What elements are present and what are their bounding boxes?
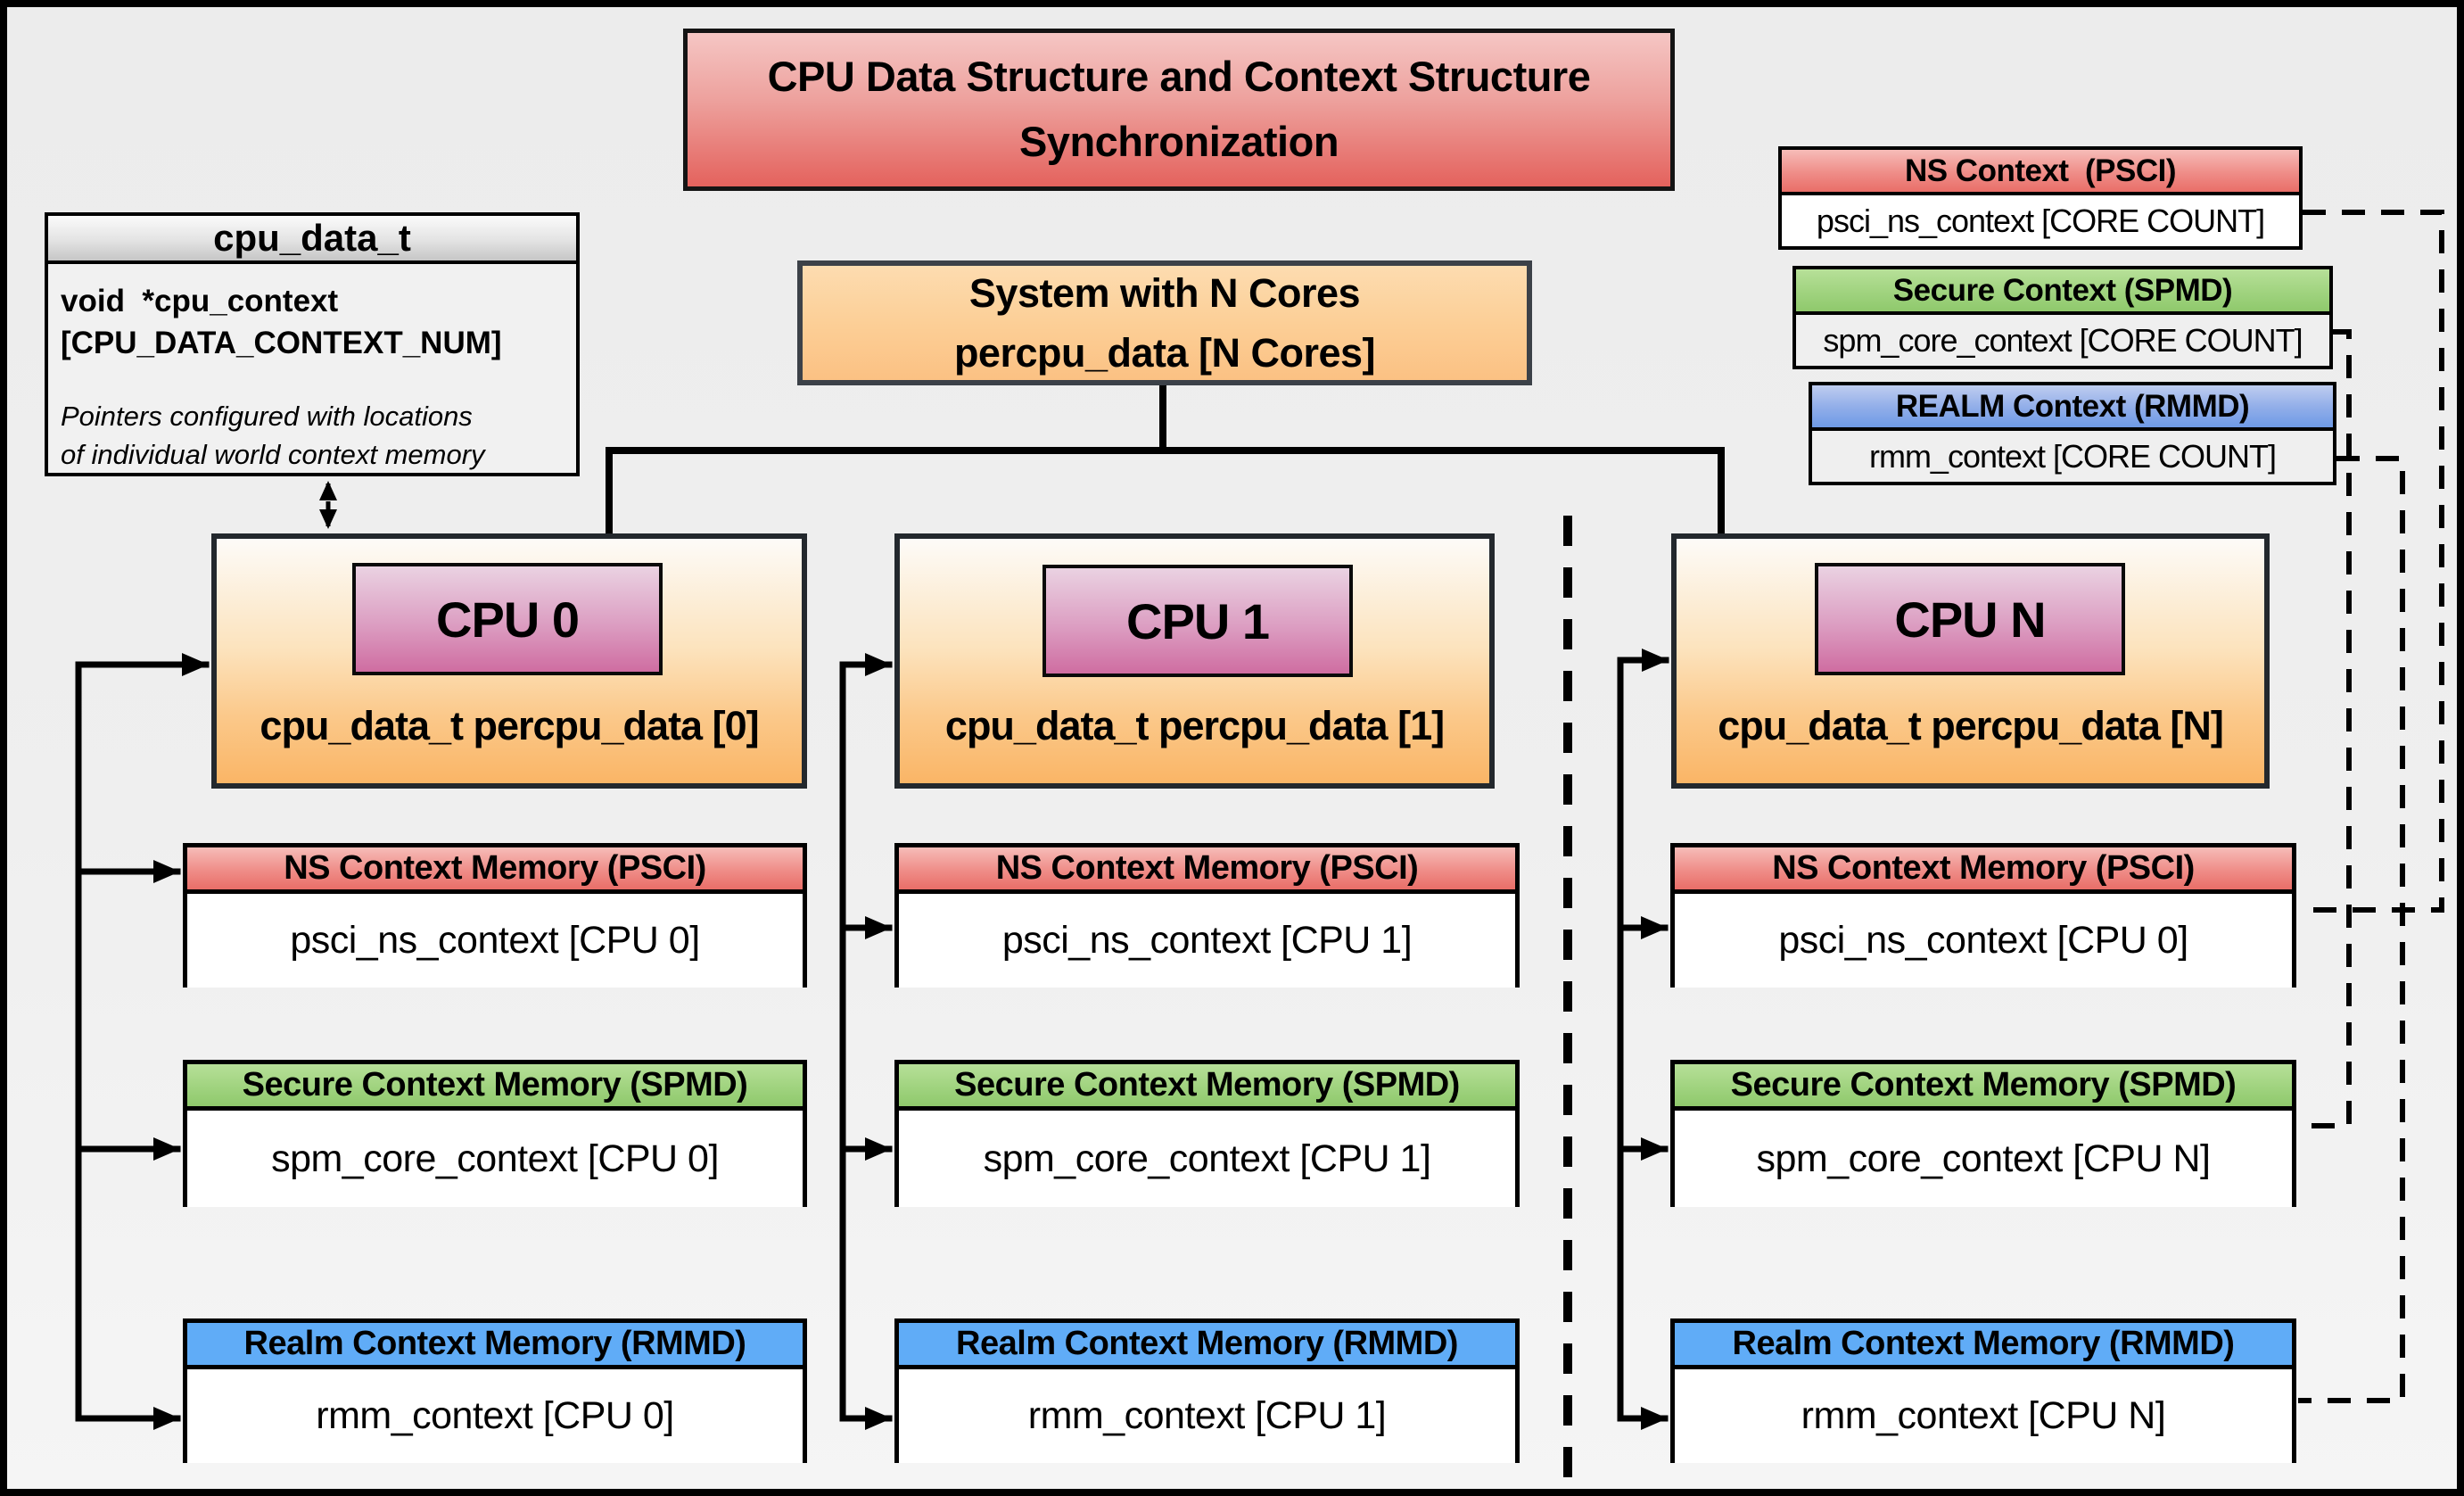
diagram-title: CPU Data Structure and Context Structure… — [683, 29, 1675, 191]
cpu1-data-label: cpu_data_t percpu_data [1] — [944, 703, 1445, 748]
cpuN-ns-memory-box: NS Context Memory (PSCI) psci_ns_context… — [1670, 843, 2296, 988]
cpu1-realm-header: Realm Context Memory (RMMD) — [899, 1323, 1515, 1369]
cpu-data-t-box: cpu_data_t void *cpu_context [CPU_DATA_C… — [45, 212, 580, 476]
legend-ns-header: NS Context (PSCI) — [1782, 150, 2299, 195]
cpuN-secure-memory-box: Secure Context Memory (SPMD) spm_core_co… — [1670, 1060, 2296, 1207]
cpu1-ns-memory-box: NS Context Memory (PSCI) psci_ns_context… — [894, 843, 1520, 988]
cpu0-ns-memory-box: NS Context Memory (PSCI) psci_ns_context… — [183, 843, 807, 988]
cpu1-ns-header: NS Context Memory (PSCI) — [899, 847, 1515, 894]
cpu-data-t-field-line1: void *cpu_context — [61, 284, 339, 318]
cpu-data-t-field-line2: [CPU_DATA_CONTEXT_NUM] — [61, 326, 502, 361]
system-line1: System with N Cores — [968, 269, 1361, 316]
cpu0-realm-header: Realm Context Memory (RMMD) — [187, 1323, 803, 1369]
legend-realm-context: REALM Context (RMMD) rmm_context [CORE C… — [1809, 382, 2336, 485]
cpu0-chip: CPU 0 — [352, 563, 663, 675]
cpu1-secure-header: Secure Context Memory (SPMD) — [899, 1064, 1515, 1111]
legend-secure-body: spm_core_context [CORE COUNT] — [1796, 315, 2329, 366]
connector-system-to-cpus — [606, 378, 1725, 537]
cpu0-secure-body: spm_core_context [CPU 0] — [187, 1111, 803, 1207]
cpu0-realm-memory-box: Realm Context Memory (RMMD) rmm_context … — [183, 1318, 807, 1463]
cpu1-secure-body: spm_core_context [CPU 1] — [899, 1111, 1515, 1207]
legend-secure-header: Secure Context (SPMD) — [1796, 269, 2329, 315]
cpu1-realm-memory-box: Realm Context Memory (RMMD) rmm_context … — [894, 1318, 1520, 1463]
cpuN-realm-memory-box: Realm Context Memory (RMMD) rmm_context … — [1670, 1318, 2296, 1463]
cpuN-secure-body: spm_core_context [CPU N] — [1675, 1111, 2292, 1207]
trunk-cpuN — [1617, 649, 1669, 1430]
legend-ns-body: psci_ns_context [CORE COUNT] — [1782, 195, 2299, 246]
dashed-link-realm-context — [2298, 456, 2405, 1403]
dashed-link-secure-context — [2298, 329, 2352, 1128]
cpu-data-t-body: void *cpu_context [CPU_DATA_CONTEXT_NUM]… — [48, 264, 576, 474]
cpu1-secure-memory-box: Secure Context Memory (SPMD) spm_core_co… — [894, 1060, 1520, 1207]
cpu1-realm-body: rmm_context [CPU 1] — [899, 1369, 1515, 1463]
cpuN-realm-header: Realm Context Memory (RMMD) — [1675, 1323, 2292, 1369]
cpu0-secure-memory-box: Secure Context Memory (SPMD) spm_core_co… — [183, 1060, 807, 1207]
diagram-title-line1: CPU Data Structure and Context Structure — [767, 53, 1591, 101]
cpuN-realm-body: rmm_context [CPU N] — [1675, 1369, 2292, 1463]
cpu-data-t-note-line2: of individual world context memory — [61, 438, 485, 470]
cpu0-realm-body: rmm_context [CPU 0] — [187, 1369, 803, 1463]
legend-realm-body: rmm_context [CORE COUNT] — [1812, 431, 2333, 482]
dashed-link-ns-context — [2298, 210, 2444, 913]
legend-secure-context: Secure Context (SPMD) spm_core_context [… — [1792, 266, 2333, 369]
system-box: System with N Cores percpu_data [N Cores… — [797, 260, 1532, 385]
cpu0-data-label: cpu_data_t percpu_data [0] — [260, 703, 759, 748]
cpuN-secure-header: Secure Context Memory (SPMD) — [1675, 1064, 2292, 1111]
cpu1-box: CPU 1 cpu_data_t percpu_data [1] — [894, 533, 1495, 789]
cpu0-secure-header: Secure Context Memory (SPMD) — [187, 1064, 803, 1111]
cpu0-ns-body: psci_ns_context [CPU 0] — [187, 894, 803, 988]
cpu1-chip: CPU 1 — [1042, 565, 1353, 677]
cpuN-ns-body: psci_ns_context [CPU 0] — [1675, 894, 2292, 988]
cpu-data-t-note-line1: Pointers configured with locations — [61, 400, 473, 432]
connector-layer — [75, 210, 2444, 1489]
legend-realm-header: REALM Context (RMMD) — [1812, 385, 2333, 431]
cpu-data-t-header: cpu_data_t — [48, 216, 576, 264]
cpuN-ns-header: NS Context Memory (PSCI) — [1675, 847, 2292, 894]
system-line2: percpu_data [N Cores] — [953, 330, 1376, 376]
cpuN-data-label: cpu_data_t percpu_data [N] — [1718, 703, 2224, 748]
cpu0-box: CPU 0 cpu_data_t percpu_data [0] — [211, 533, 807, 789]
trunk-cpu1 — [839, 653, 893, 1430]
trunk-cpu0 — [75, 653, 210, 1430]
cpu0-ns-header: NS Context Memory (PSCI) — [187, 847, 803, 894]
cpuN-box: CPU N cpu_data_t percpu_data [N] — [1671, 533, 2270, 789]
legend-ns-context: NS Context (PSCI) psci_ns_context [CORE … — [1778, 146, 2303, 250]
cpuN-chip: CPU N — [1815, 563, 2125, 675]
diagram-title-line2: Synchronization — [1018, 118, 1339, 165]
cpu1-ns-body: psci_ns_context [CPU 1] — [899, 894, 1515, 988]
